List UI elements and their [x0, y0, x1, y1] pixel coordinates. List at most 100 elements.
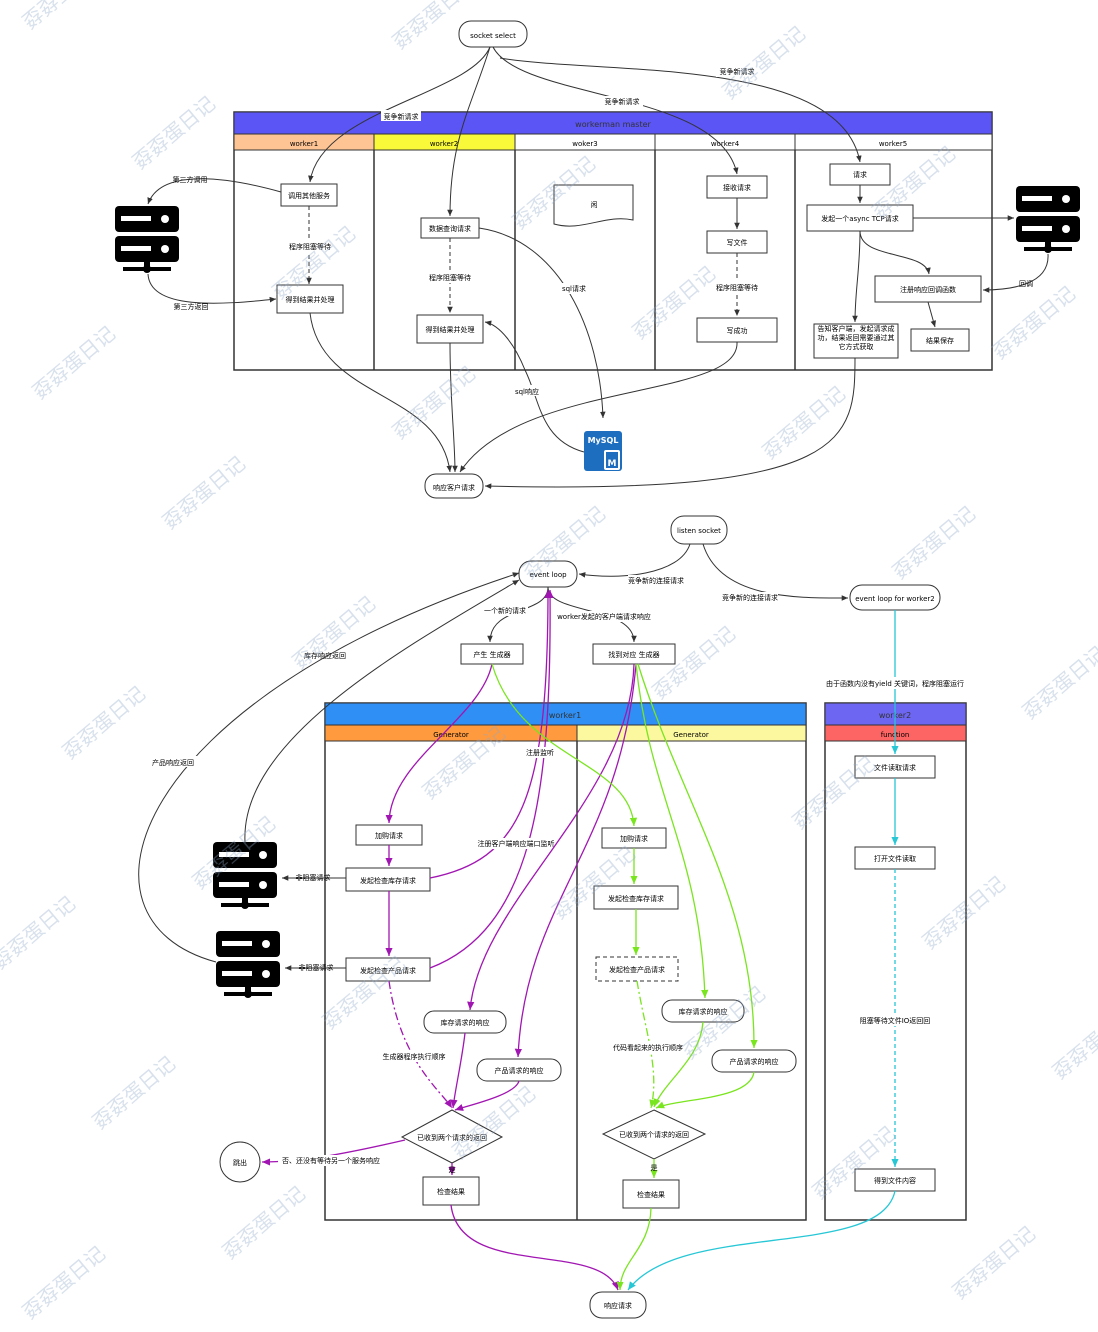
create-generator-label: 产生 生成器	[473, 650, 510, 659]
socket-select-label: socket select	[470, 32, 516, 40]
worker-response-label: worker发起的客户端请求响应	[557, 612, 651, 621]
check-result-b-label: 检查结果	[637, 1190, 665, 1199]
register-port-label: 注册客户端响应端口监听	[478, 839, 555, 848]
check-product-a-label: 发起检查产品请求	[360, 966, 416, 975]
w3-idle-node	[553, 184, 634, 227]
watermark: 孬孬蛋日记	[388, 361, 480, 444]
check-stock-b-label: 发起检查库存请求	[608, 894, 664, 903]
respond-client-node	[424, 473, 484, 499]
third-party-server-icon	[115, 206, 179, 273]
mysql-label: MySQL	[588, 436, 619, 445]
file-read-label: 文件读取请求	[874, 763, 916, 772]
w5-async-label: 发起一个async TCP请求	[821, 214, 899, 223]
compete-label-3: 竞争新请求	[720, 67, 755, 76]
w2-query-label: 数据查询请求	[429, 224, 471, 233]
yes-a-label: 是	[449, 1166, 456, 1174]
exit-node	[219, 1141, 261, 1183]
worker1-label: worker1	[290, 140, 318, 148]
exit-label: 跳出	[233, 1158, 247, 1167]
bottom-worker1-label: worker1	[549, 711, 581, 720]
event-loop-label: event loop	[529, 571, 567, 579]
compete-conn-label-2: 竞争新的连接请求	[722, 593, 778, 602]
worker4-label: worker4	[711, 140, 740, 148]
w4-write-label: 写文件	[727, 238, 748, 247]
block-wait-label: 阻塞等待文件IO返回回	[860, 1016, 931, 1025]
w1-result-label: 得到结果并处理	[286, 295, 335, 304]
callback-label: 回调	[1019, 279, 1033, 288]
product-server-icon	[216, 931, 280, 998]
listen-socket-node	[670, 515, 728, 545]
w5-async-node	[806, 204, 914, 232]
nonblock-label-2: 非阻塞请求	[299, 963, 334, 972]
worker5-label: worker5	[879, 140, 907, 148]
mysql-m-label: M	[608, 459, 617, 469]
generator-b-header	[576, 724, 807, 742]
third-return-label: 第三方返回	[174, 302, 209, 311]
watermark: 孬孬蛋日记	[988, 281, 1080, 364]
compete-label-1: 竞争新请求	[384, 112, 419, 121]
watermark: 孬孬蛋日记	[1018, 641, 1098, 724]
sql-response-label: sql响应	[515, 387, 539, 396]
w4-done-node	[696, 317, 778, 343]
product-resp-a-label: 产品请求的响应	[495, 1066, 544, 1075]
w3-idle-label: 闲	[591, 200, 598, 209]
w4-wait-label: 程序阻塞等待	[716, 283, 758, 292]
worker3-label: woker3	[572, 140, 597, 148]
compete-conn-label-1: 竞争新的连接请求	[628, 576, 684, 585]
w5-notify-node	[813, 323, 899, 359]
watermark: 孬孬蛋日记	[88, 1051, 180, 1134]
check-stock-a-label: 发起检查库存请求	[360, 876, 416, 885]
product-resp-b-label: 产品请求的响应	[730, 1057, 779, 1066]
check-product-b-label: 发起检查产品请求	[609, 965, 665, 974]
w5-req-label: 请求	[853, 170, 867, 179]
watermark: 孬孬蛋日记	[58, 681, 150, 764]
w2-wait-label: 程序阻塞等待	[429, 273, 471, 282]
generator-a-label: Generator	[433, 731, 469, 739]
code-order-label: 代码看起来的执行顺序	[613, 1043, 683, 1052]
w4-recv-label: 接收请求	[723, 183, 751, 192]
respond-request-node	[589, 1291, 647, 1319]
worker5-header	[794, 133, 993, 151]
watermark: 孬孬蛋日记	[948, 1221, 1040, 1304]
w4-done-label: 写成功	[727, 326, 748, 335]
w5-register-label: 注册响应回调函数	[900, 285, 956, 294]
check-stock-a-node	[345, 867, 431, 892]
sql-request-label: sql请求	[562, 284, 586, 293]
watermark: 孬孬蛋日记	[0, 891, 80, 974]
yes-b-label: 是	[651, 1164, 658, 1172]
w5-register-node	[874, 275, 982, 303]
decision-b-label: 已收到两个请求的返回	[619, 1130, 689, 1139]
mysql-icon: MySQL M	[584, 431, 622, 471]
new-request-label: 一个新的请求	[484, 606, 526, 615]
w1-wait-label: 程序阻塞等待	[289, 242, 331, 251]
stock-resp-a-label: 库存请求的响应	[441, 1018, 490, 1027]
nonblock-label-1: 非阻塞请求	[296, 873, 331, 882]
watermark: 孬孬蛋日记	[18, 0, 110, 34]
watermark: 孬孬蛋日记	[18, 1241, 110, 1324]
add-cart-b-label: 加购请求	[620, 834, 648, 843]
watermark: 孬孬蛋日记	[288, 591, 380, 674]
w5-save-node	[910, 328, 970, 352]
no-yield-label: 由于函数内没有yield 关键词，程序阻塞运行	[826, 679, 964, 688]
event-loop-worker2-label: event loop for worker2	[855, 595, 935, 603]
watermark: 孬孬蛋日记	[128, 91, 220, 174]
watermark: 孬孬蛋日记	[1048, 1001, 1098, 1084]
watermark: 孬孬蛋日记	[158, 451, 250, 534]
watermark: 孬孬蛋日记	[758, 381, 850, 464]
product-return-label: 产品响应返回	[152, 758, 194, 767]
watermark: 孬孬蛋日记	[218, 1181, 310, 1264]
no-wait-label: 否、还没有等待另一个服务响应	[282, 1156, 380, 1165]
compete-label-2: 竞争新请求	[605, 97, 640, 106]
worker2-label: worker2	[430, 140, 458, 148]
third-call-label: 第三方调用	[173, 175, 208, 184]
w1-result-node	[276, 284, 344, 314]
stock-return-label: 库存响应返回	[304, 651, 346, 660]
bottom-diagram: listen socket event loop 竞争新的连接请求 event …	[138, 515, 967, 1319]
open-file-label: 打开文件读取	[874, 854, 916, 863]
check-product-a-node	[345, 957, 431, 982]
watermark: 孬孬蛋日记	[888, 501, 980, 584]
stock-resp-b-label: 库存请求的响应	[679, 1007, 728, 1016]
watermark: 孬孬蛋日记	[718, 21, 810, 104]
gen-order-label: 生成器程序执行顺序	[383, 1052, 446, 1061]
